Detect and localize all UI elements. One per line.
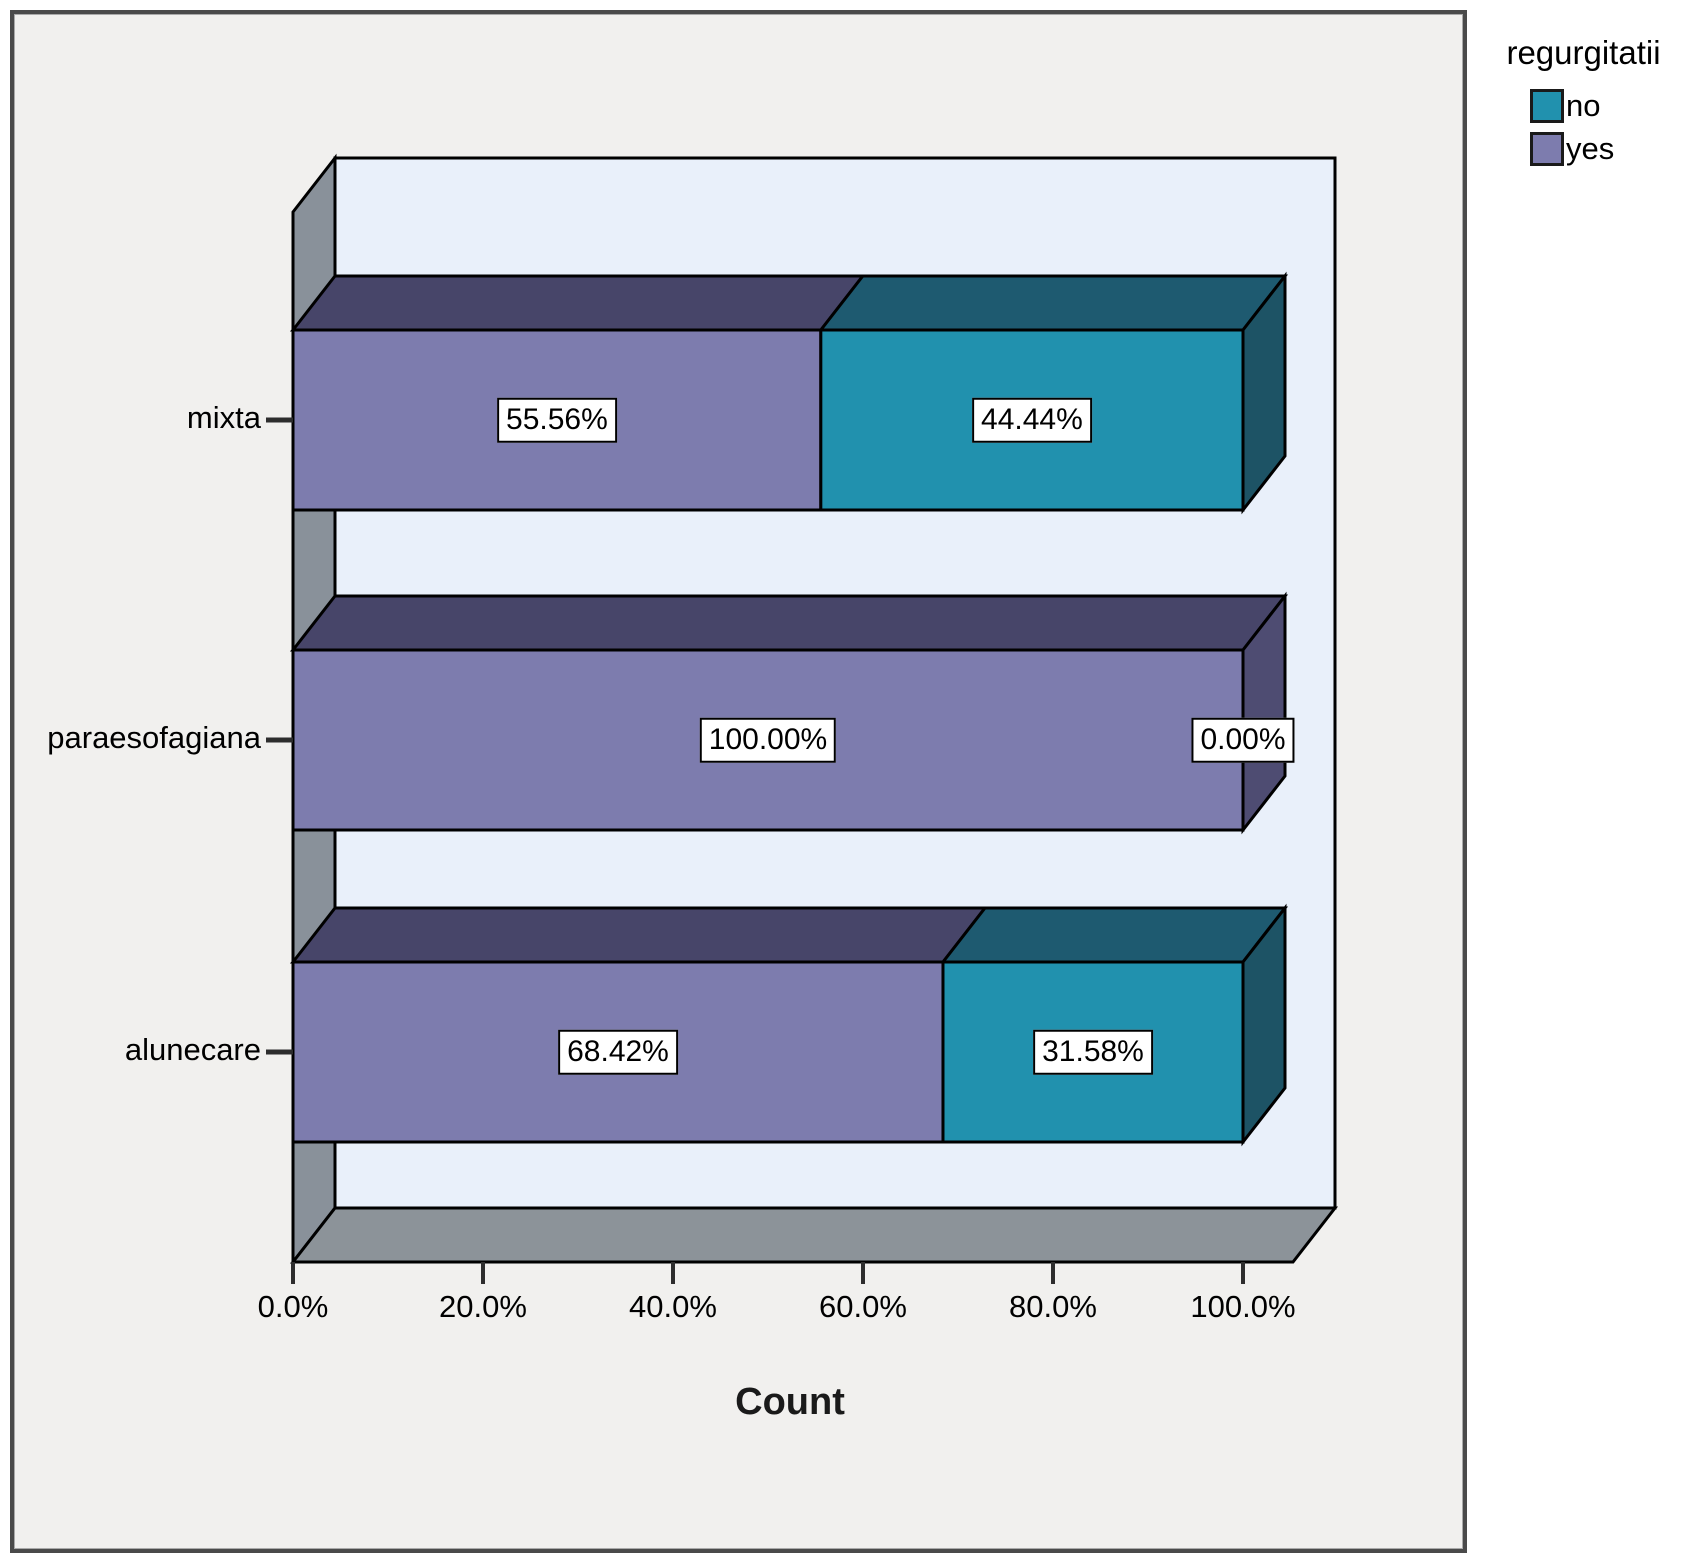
legend: regurgitatii no yes xyxy=(1478,34,1689,176)
legend-swatch-no xyxy=(1530,88,1564,123)
legend-item-yes: yes xyxy=(1530,131,1689,167)
legend-items: no yes xyxy=(1478,88,1689,167)
legend-title: regurgitatii xyxy=(1506,34,1661,71)
legend-item-no: no xyxy=(1530,88,1689,124)
chart-frame xyxy=(10,10,1467,1553)
legend-label-no: no xyxy=(1566,88,1601,124)
legend-label-yes: yes xyxy=(1566,131,1615,167)
legend-swatch-yes xyxy=(1530,131,1564,166)
